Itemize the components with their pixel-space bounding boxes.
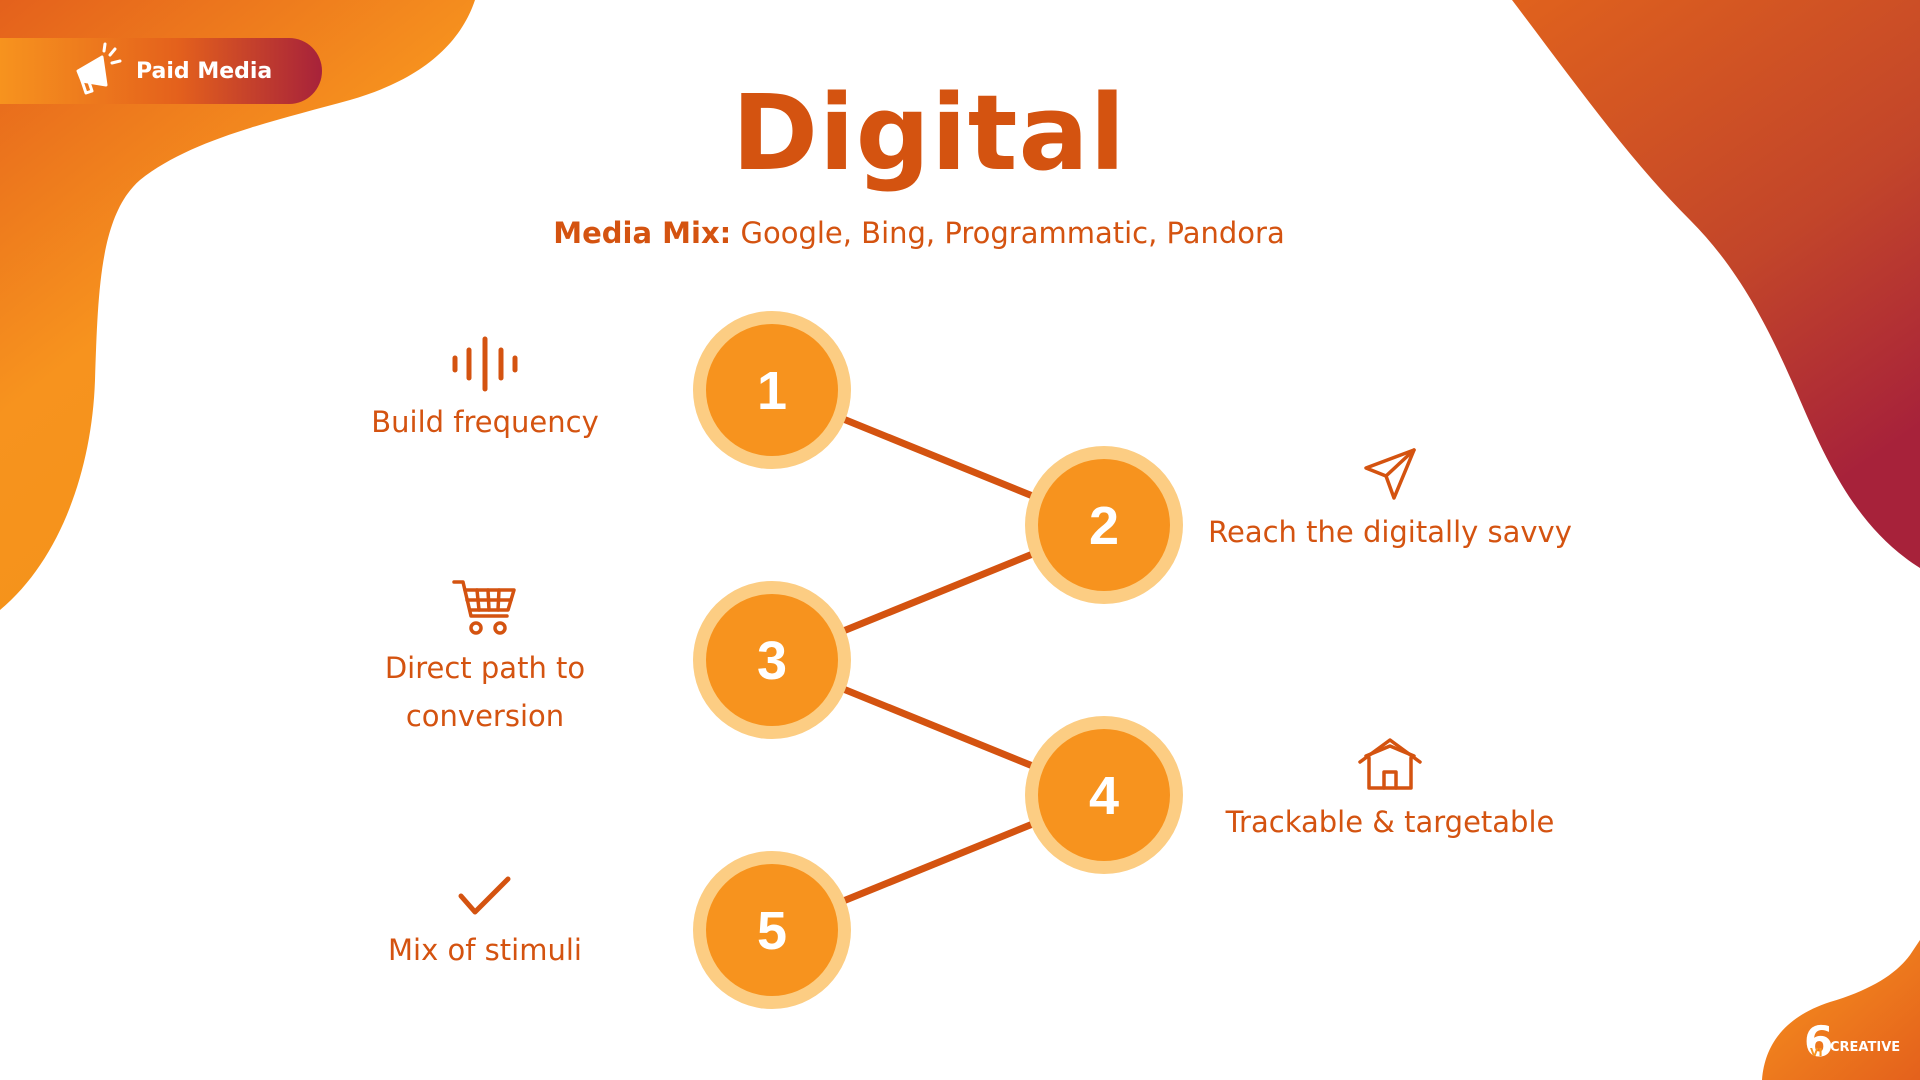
feature-trackable-targetable: Trackable & targetable bbox=[1190, 736, 1590, 846]
top-right-blob bbox=[1512, 0, 1920, 568]
media-mix-label: Media Mix: bbox=[553, 216, 732, 250]
media-mix-line: Media Mix: Google, Bing, Programmatic, P… bbox=[0, 216, 1838, 250]
step-circle-4 bbox=[1038, 729, 1170, 861]
step-number-5: 5 bbox=[757, 901, 787, 961]
house-icon bbox=[1358, 738, 1422, 790]
step-node-2: 2 bbox=[1025, 446, 1183, 604]
feature-label: Build frequency bbox=[371, 405, 599, 439]
logo-prefix: VI bbox=[1810, 1046, 1823, 1059]
step-circle-2 bbox=[1038, 459, 1170, 591]
checkmark-icon bbox=[458, 876, 511, 915]
top-left-blob bbox=[0, 0, 475, 610]
feature-reach-digitally-savvy: Reach the digitally savvy bbox=[1190, 446, 1590, 556]
step-circle-1 bbox=[706, 324, 838, 456]
megaphone-icon bbox=[76, 42, 122, 95]
step-node-4: 4 bbox=[1025, 716, 1183, 874]
step-circle-3 bbox=[706, 594, 838, 726]
step-node-3: 3 bbox=[693, 581, 851, 739]
feature-label: Mix of stimuli bbox=[388, 933, 582, 967]
feature-label: Direct path to conversion bbox=[384, 651, 586, 733]
logo-text: CREATIVE bbox=[1830, 1040, 1900, 1055]
step-node-1: 1 bbox=[693, 311, 851, 469]
section-tag-label: Paid Media bbox=[136, 58, 273, 84]
feature-mix-of-stimuli: Mix of stimuli bbox=[335, 874, 635, 974]
page-title: Digital bbox=[731, 72, 1127, 194]
feature-label: Reach the digitally savvy bbox=[1208, 515, 1572, 549]
step-circle-5 bbox=[706, 864, 838, 996]
step-node-5: 5 bbox=[693, 851, 851, 1009]
step-number-2: 2 bbox=[1089, 496, 1119, 556]
step-number-1: 1 bbox=[757, 361, 787, 421]
shopping-cart-icon bbox=[452, 580, 516, 635]
paper-plane-icon bbox=[1364, 448, 1416, 500]
vi-creative-logo: 6 VI CREATIVE bbox=[1804, 1017, 1900, 1066]
sound-wave-icon bbox=[452, 336, 518, 392]
media-mix-text: Google, Bing, Programmatic, Pandora bbox=[731, 216, 1285, 250]
feature-build-frequency: Build frequency bbox=[335, 336, 635, 446]
section-tag: Paid Media bbox=[0, 38, 322, 104]
feature-label: Trackable & targetable bbox=[1225, 805, 1555, 839]
step-number-4: 4 bbox=[1089, 766, 1119, 826]
feature-direct-path: Direct path to conversion bbox=[335, 578, 635, 740]
logo-mark: 6 bbox=[1804, 1017, 1833, 1066]
step-number-3: 3 bbox=[757, 631, 787, 691]
bottom-right-blob bbox=[1762, 940, 1920, 1080]
